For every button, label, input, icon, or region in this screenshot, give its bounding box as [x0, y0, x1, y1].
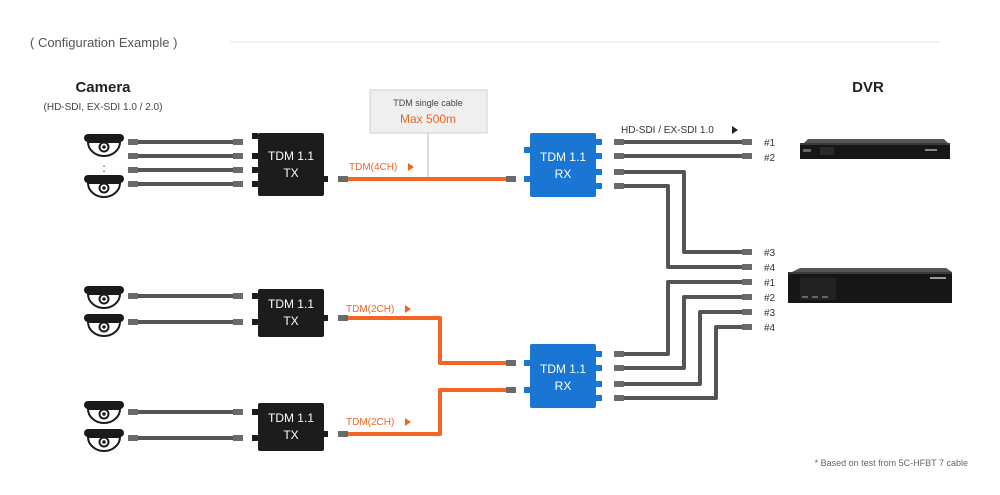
camera-title: Camera — [75, 79, 131, 96]
dome-camera-icon — [83, 400, 125, 424]
signal-type-label: HD-SDI / EX-SDI 1.0 — [621, 125, 714, 136]
dvr-unit-1 — [800, 139, 950, 159]
dome-camera-icon — [83, 428, 125, 452]
tx1-line1: TDM 1.1 — [268, 149, 314, 163]
rx1-line2: RX — [555, 167, 572, 181]
diagram-caption: ( Configuration Example ) — [30, 35, 177, 50]
tdm-4ch-label: TDM(4CH) — [349, 162, 397, 173]
tx1-line2: TX — [283, 166, 298, 180]
dvr1-port-1: #1 — [764, 138, 776, 149]
dome-camera-icon — [83, 133, 125, 157]
tdm-2ch-bottom-label: TDM(2CH) — [346, 417, 394, 428]
camera-group-2 — [83, 285, 125, 337]
tdm-cables — [346, 177, 509, 436]
coax-cables — [128, 140, 752, 440]
tx-unit-3: TDM 1.1 TX — [252, 403, 328, 451]
dome-camera-icon — [83, 313, 125, 337]
rx-unit-2: TDM 1.1 RX — [524, 344, 602, 408]
tx-unit-1: TDM 1.1 TX — [252, 133, 328, 196]
tx-unit-2: TDM 1.1 TX — [252, 289, 328, 337]
connectors — [128, 139, 752, 441]
rx2-line1: TDM 1.1 — [540, 362, 586, 376]
cable-length-callout: TDM single cable Max 500m — [369, 89, 488, 178]
rx2-line2: RX — [555, 379, 572, 393]
dvr2-port-3: #3 — [764, 308, 776, 319]
dvr-title: DVR — [852, 79, 884, 96]
signal-arrow-icon — [732, 126, 738, 134]
rx1-line1: TDM 1.1 — [540, 150, 586, 164]
tdm-2ch-bottom-arrow-icon — [405, 418, 411, 426]
dvr2-port-1: #1 — [764, 278, 776, 289]
camera-group-3 — [83, 400, 125, 452]
tdm-4ch-arrow-icon — [408, 163, 414, 171]
tx3-line1: TDM 1.1 — [268, 411, 314, 425]
footnote: * Based on test from 5C-HFBT 7 cable — [815, 458, 968, 468]
dome-camera-icon — [83, 285, 125, 309]
callout-line1: TDM single cable — [393, 98, 463, 108]
camera-subtitle: (HD-SDI, EX-SDI 1.0 / 2.0) — [44, 102, 163, 113]
camera-ellipsis: : — [102, 161, 105, 175]
dvr1-port-3: #3 — [764, 248, 776, 259]
tdm-connectors — [338, 176, 516, 437]
dvr2-port-4: #4 — [764, 323, 776, 334]
dome-camera-icon — [83, 174, 125, 198]
tx2-line1: TDM 1.1 — [268, 297, 314, 311]
camera-group-1: : — [83, 133, 125, 198]
tdm-2ch-top-arrow-icon — [405, 305, 411, 313]
tdm-2ch-top-label: TDM(2CH) — [346, 304, 394, 315]
dvr-unit-2 — [788, 268, 952, 303]
dvr1-port-2: #2 — [764, 153, 776, 164]
rx-unit-1: TDM 1.1 RX — [524, 133, 602, 197]
tx2-line2: TX — [283, 314, 298, 328]
callout-line2: Max 500m — [400, 112, 456, 126]
dvr1-port-4: #4 — [764, 263, 776, 274]
dvr2-port-2: #2 — [764, 293, 776, 304]
tx3-line2: TX — [283, 428, 298, 442]
